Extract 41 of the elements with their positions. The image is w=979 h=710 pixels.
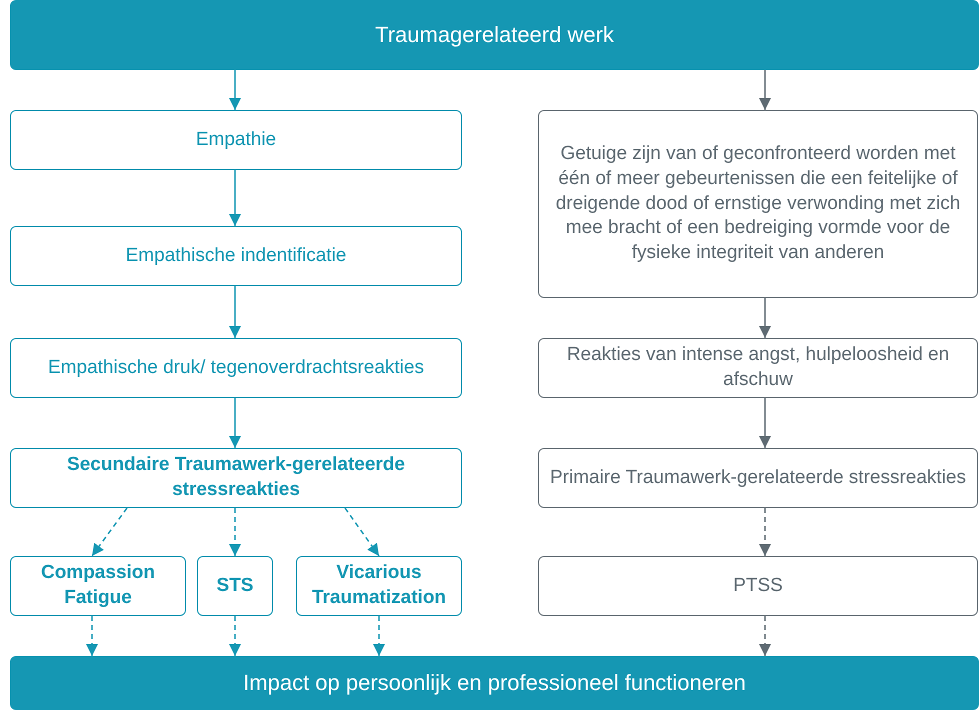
arrow bbox=[759, 298, 771, 338]
process-box bbox=[10, 448, 462, 508]
process-box bbox=[10, 226, 462, 286]
node-label: Vicarious Traumatization bbox=[310, 561, 448, 610]
arrow bbox=[91, 508, 128, 556]
process-box bbox=[538, 448, 978, 508]
arrow bbox=[229, 398, 241, 448]
arrow bbox=[344, 508, 380, 556]
node-label: Empathische druk/ tegenoverdrachtsreakties bbox=[48, 356, 424, 380]
node-label: Empathische indentificatie bbox=[126, 244, 346, 268]
arrow bbox=[373, 616, 385, 656]
arrow bbox=[229, 170, 241, 226]
node-label: Compassion Fatigue bbox=[40, 561, 156, 610]
arrow bbox=[229, 508, 241, 556]
process-box bbox=[296, 556, 462, 616]
banner-bar bbox=[10, 0, 979, 70]
node-label: PTSS bbox=[733, 574, 783, 598]
arrow bbox=[229, 70, 241, 110]
arrow bbox=[759, 398, 771, 448]
process-box bbox=[538, 556, 978, 616]
process-box bbox=[10, 556, 186, 616]
arrow bbox=[229, 616, 241, 656]
process-box bbox=[538, 110, 978, 298]
process-box bbox=[197, 556, 273, 616]
node-label: Reakties van intense angst, hulpeloosheid en afschuw bbox=[566, 343, 950, 392]
node-label: Primaire Traumawerk-gerelateerde stressreakties bbox=[550, 466, 966, 490]
node-label: Impact op persoonlijk en professioneel functioneren bbox=[243, 668, 746, 697]
node-label: STS bbox=[216, 574, 254, 598]
banner-bar bbox=[10, 656, 979, 710]
node-label: Secundaire Traumawerk-gerelateerde stressreakties bbox=[66, 453, 406, 502]
process-box bbox=[538, 338, 978, 398]
node-label: Getuige zijn van of geconfronteerd worden met één of meer gebeurtenissen die een feitelijke of dreigende dood of ernstige verwonding met zich mee bracht of een bedreiging vormde voor de fysieke integriteit van anderen bbox=[554, 142, 962, 266]
arrow bbox=[229, 286, 241, 338]
arrow bbox=[759, 70, 771, 110]
arrow bbox=[759, 616, 771, 656]
node-label: Traumagerelateerd werk bbox=[375, 20, 614, 49]
process-box bbox=[10, 110, 462, 170]
arrow bbox=[759, 508, 771, 556]
process-box bbox=[10, 338, 462, 398]
arrow bbox=[86, 616, 98, 656]
node-label: Empathie bbox=[196, 128, 276, 152]
